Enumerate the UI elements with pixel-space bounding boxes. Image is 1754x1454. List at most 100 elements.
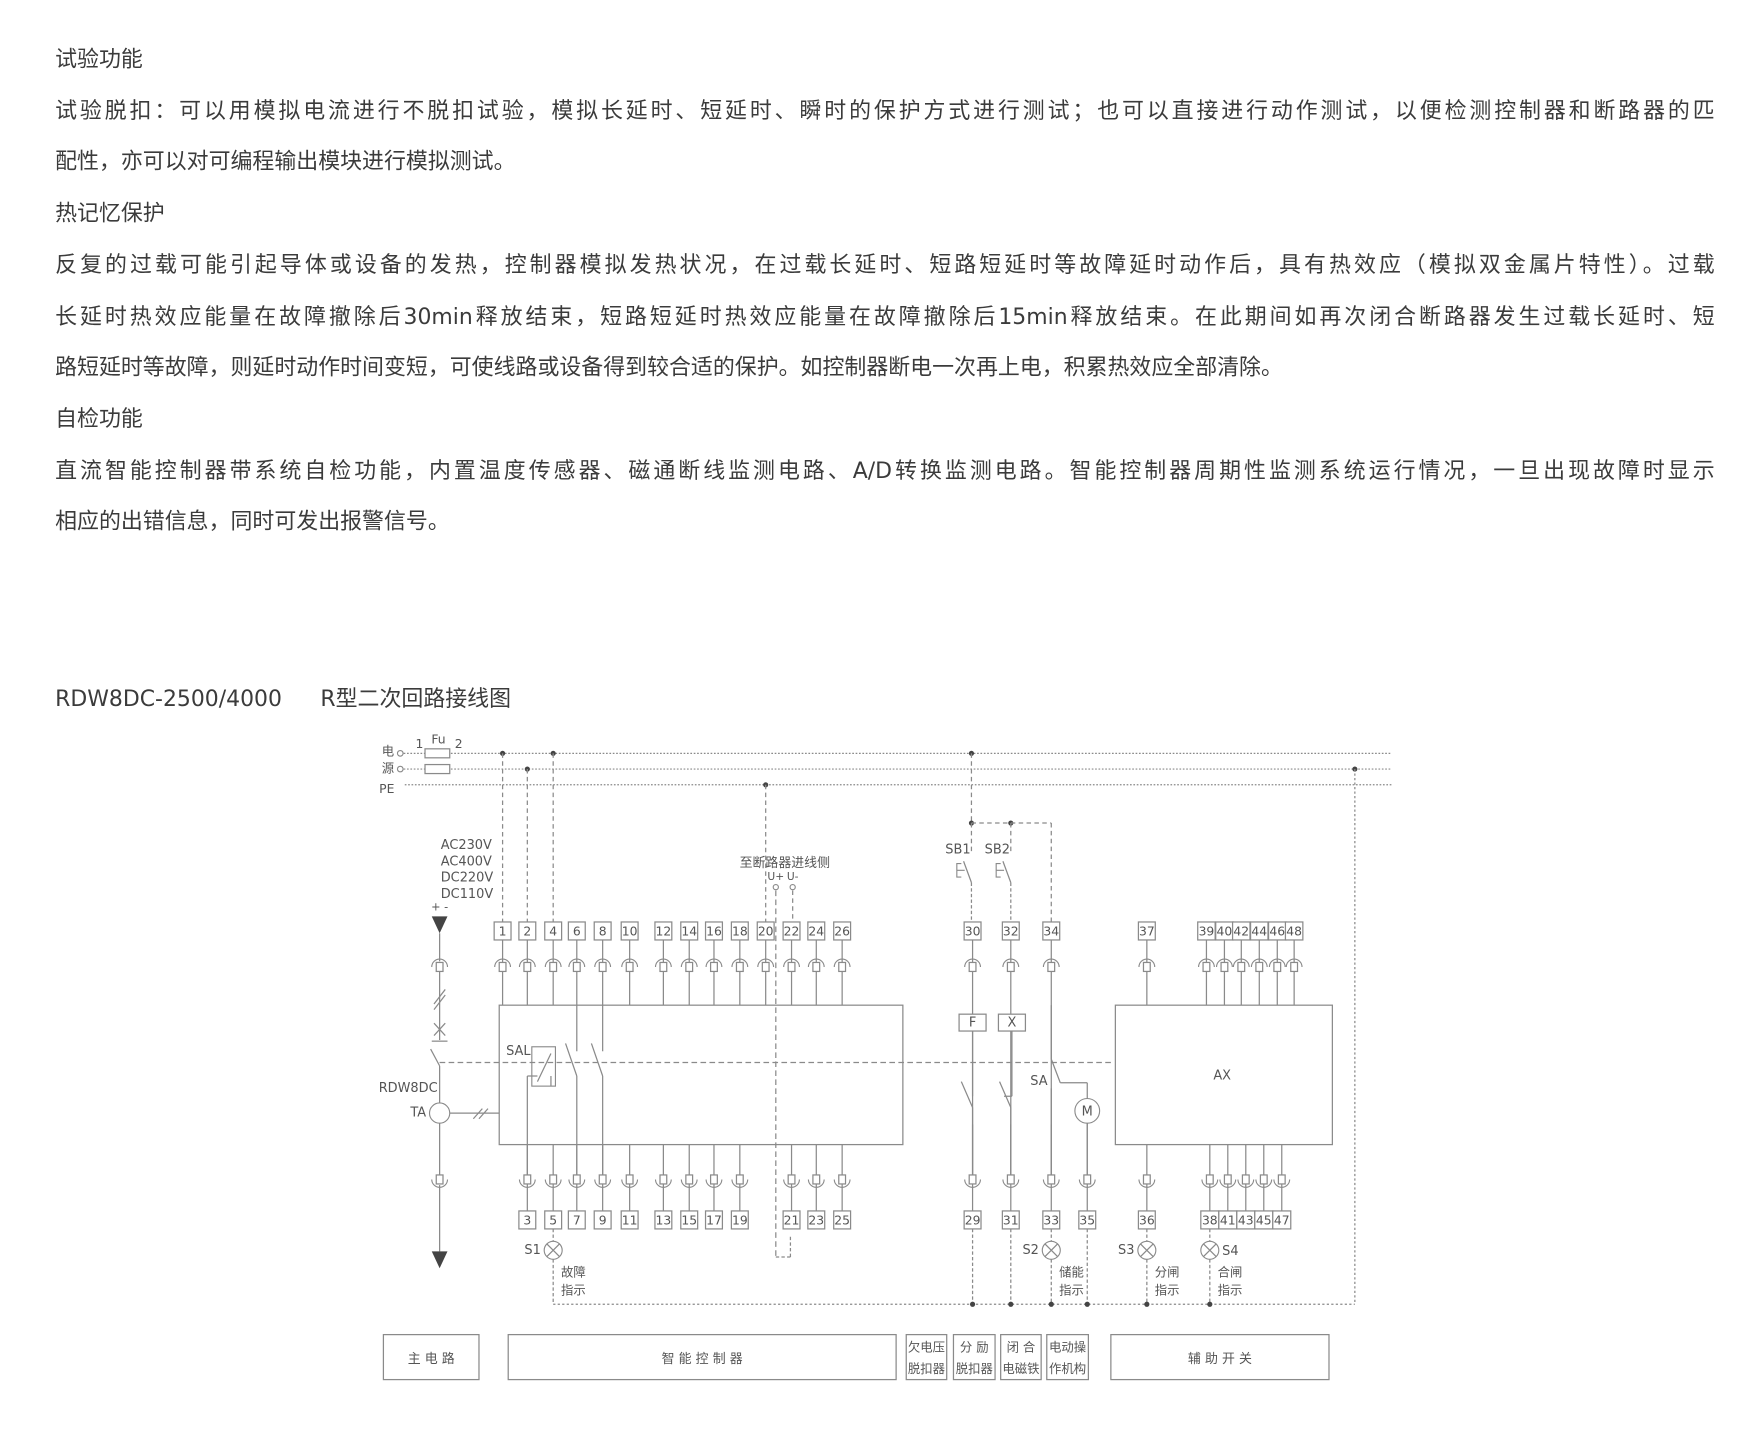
terminal-box [833,921,852,941]
connector-pin [787,1174,796,1185]
connector-pin [625,1174,634,1185]
terminal-box [593,1210,612,1230]
terminal-number: 1 [499,925,507,939]
terminal-number: 11 [622,1214,638,1228]
terminal-box [593,921,612,941]
paragraph-line: 直流智能控制器带系统自检功能，内置温度传感器、磁通断线监测电路、A/D转换监测电… [55,457,1715,484]
legend-box [1046,1333,1089,1381]
section-heading: 自检功能 [55,405,143,432]
fuse-pin: 1 [415,737,423,751]
legend-box [1000,1333,1042,1381]
connector-icon [1219,1179,1237,1188]
terminal-number: 40 [1217,925,1233,939]
connector-pin [1205,1174,1214,1185]
connector-icon [1078,1179,1096,1188]
connector-pin [838,961,847,973]
connector-pin [1290,961,1299,973]
push-switch [1002,861,1012,883]
connector-pin [709,961,718,973]
sal-contact [536,1053,552,1082]
lamp-id: S1 [524,1243,540,1258]
lamp-id: S3 [1118,1243,1134,1258]
connector-icon [594,1179,612,1188]
terminal-box [704,921,724,941]
lamp-x [1203,1243,1217,1258]
connector-icon [431,958,449,968]
terminal-number: 5 [549,1214,557,1228]
slash [478,1108,489,1120]
connector-pin [572,1174,581,1185]
connector-pin [812,961,821,973]
terminal-box [518,1210,537,1230]
connector-pin [659,1174,668,1185]
connector-pin [1220,961,1229,973]
power-label: 源 [382,762,394,776]
connector-pin [549,961,558,973]
terminal-circle [772,883,779,891]
terminal-box [620,1210,639,1230]
paragraph-line: 配性，亦可以对可编程输出模块进行模拟测试。 [55,148,516,175]
legend-label: 闭 合 [1007,1340,1036,1355]
terminal-number: 31 [1003,1214,1019,1228]
connector-icon [1250,958,1268,968]
terminal-number: 16 [706,925,722,939]
lamp-id: S4 [1222,1244,1238,1259]
terminal-number: 15 [681,1214,697,1228]
terminal-circle [396,749,404,757]
terminal-number: 30 [965,925,981,939]
arrow-in-icon [431,916,448,934]
connector-pin [1277,1174,1286,1185]
connector-pin [1259,1174,1268,1185]
terminal-number: 25 [834,1214,850,1228]
connector-icon [705,1179,723,1188]
terminal-number: 34 [1043,925,1059,939]
polarity-label: + - [431,900,448,913]
terminal-number: 6 [573,925,581,939]
connector-icon [833,958,851,968]
arrow-out-icon [431,1251,448,1269]
fuse-icon [424,748,451,759]
terminal-box [730,921,749,941]
legend-label: 脱扣器 [956,1361,993,1376]
connector-pin [1047,1174,1056,1185]
connector-pin [735,1174,744,1185]
connector-pin [685,961,694,973]
legend-label: 脱扣器 [908,1361,945,1376]
connector-icon [807,958,825,968]
legend-label: 辅 助 开 关 [1188,1352,1252,1367]
contact-switch [590,1043,604,1077]
terminal-box [1284,921,1304,941]
lamp-x [1140,1243,1154,1258]
terminal-number: 22 [784,925,800,939]
sb2-button-icon [995,862,1005,878]
legend-box [1110,1333,1330,1381]
terminal-box [1272,1210,1292,1230]
junction-dot [1144,1301,1150,1307]
sb2-label: SB2 [985,843,1010,858]
terminal-box [680,1210,699,1230]
terminal-number: 10 [622,925,638,939]
section-heading: 试验功能 [55,46,143,72]
terminal-number: 19 [732,1214,748,1228]
connector-icon [518,1179,536,1188]
power-label: 电 [382,745,394,759]
terminal-number: 37 [1139,925,1155,939]
connector-icon [621,1179,639,1188]
terminal-number: 9 [599,1214,607,1228]
terminal-number: 45 [1256,1214,1272,1228]
connector-pin [838,1174,847,1185]
diagram-title-text: R型二次回路接线图 [320,685,512,712]
connector-pin [523,961,532,973]
ta-label: TA [409,1106,426,1121]
junction-dot [1048,1301,1054,1307]
legend-label: 分 励 [960,1341,989,1355]
connector-icon [568,958,586,968]
connector-icon [680,1179,698,1188]
connector-pin [1142,1174,1151,1185]
connector-pin [435,1174,444,1185]
terminal-number: 23 [808,1214,824,1228]
terminal-box [1137,921,1156,941]
sal-relay [531,1046,556,1087]
terminal-number: 41 [1220,1214,1236,1228]
lamp-caption: 指示 [561,1282,586,1297]
